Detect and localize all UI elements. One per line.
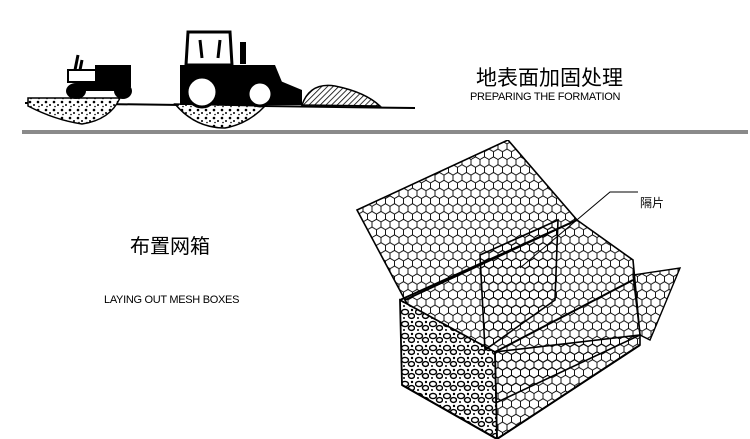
box-front-panel	[399, 298, 498, 439]
mesh-box-illustration	[355, 140, 682, 439]
box-right-flap	[632, 267, 682, 341]
box-frame	[399, 219, 641, 439]
box-side-panel	[494, 334, 641, 439]
step2-title-en: LAYING OUT MESH BOXES	[104, 294, 240, 306]
diaphragm-callout-label: 隔片	[640, 196, 665, 210]
soil-pile	[300, 84, 382, 107]
gravel-pit-left	[27, 97, 122, 125]
step1-title-cn: 地表面加固处理	[476, 66, 623, 90]
formation-illustration	[24, 30, 416, 129]
step1-title-en: PREPARING THE FORMATION	[470, 91, 621, 103]
section-divider	[22, 130, 748, 134]
step2-title-cn: 布置网箱	[130, 234, 210, 258]
compactor-roller	[66, 54, 132, 99]
gravel-pit-right	[173, 103, 267, 129]
callout-leader	[519, 191, 638, 269]
bulldozer	[180, 30, 302, 109]
